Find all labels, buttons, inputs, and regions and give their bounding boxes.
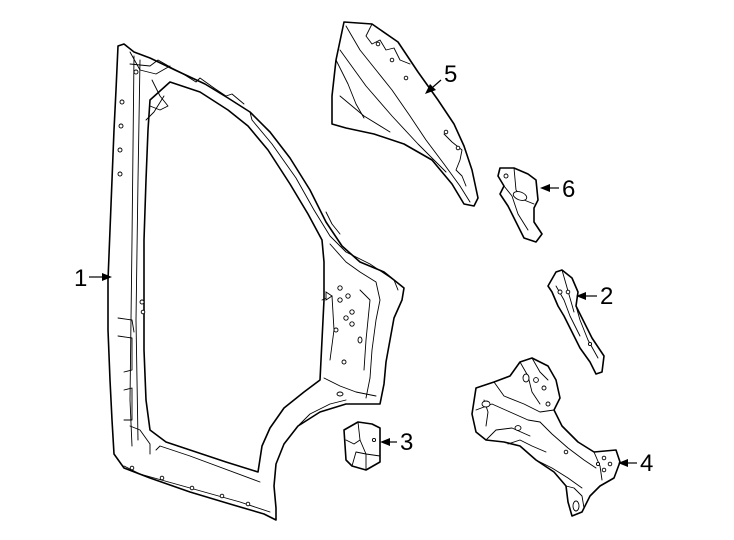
part-6-upper-bracket [497,167,543,243]
part-5-fender-shield [331,21,479,207]
part-3-small-bracket [343,421,381,471]
callout-4: 4 [618,450,653,477]
callout-label-1: 1 [74,265,87,292]
callout-label-6: 6 [562,176,575,203]
part-1-body-side-panel [107,43,405,521]
callout-label-5: 5 [444,61,457,88]
callout-5: 5 [425,61,457,94]
callout-label-2: 2 [600,283,613,310]
callout-3: 3 [380,429,413,456]
callout-2: 2 [576,283,613,310]
callout-6: 6 [540,176,575,203]
part-2-reinforcement-strap [547,269,605,375]
callout-label-4: 4 [640,450,653,477]
callout-1: 1 [74,265,112,292]
part-4-support-bracket [471,357,621,517]
callout-label-3: 3 [400,429,413,456]
